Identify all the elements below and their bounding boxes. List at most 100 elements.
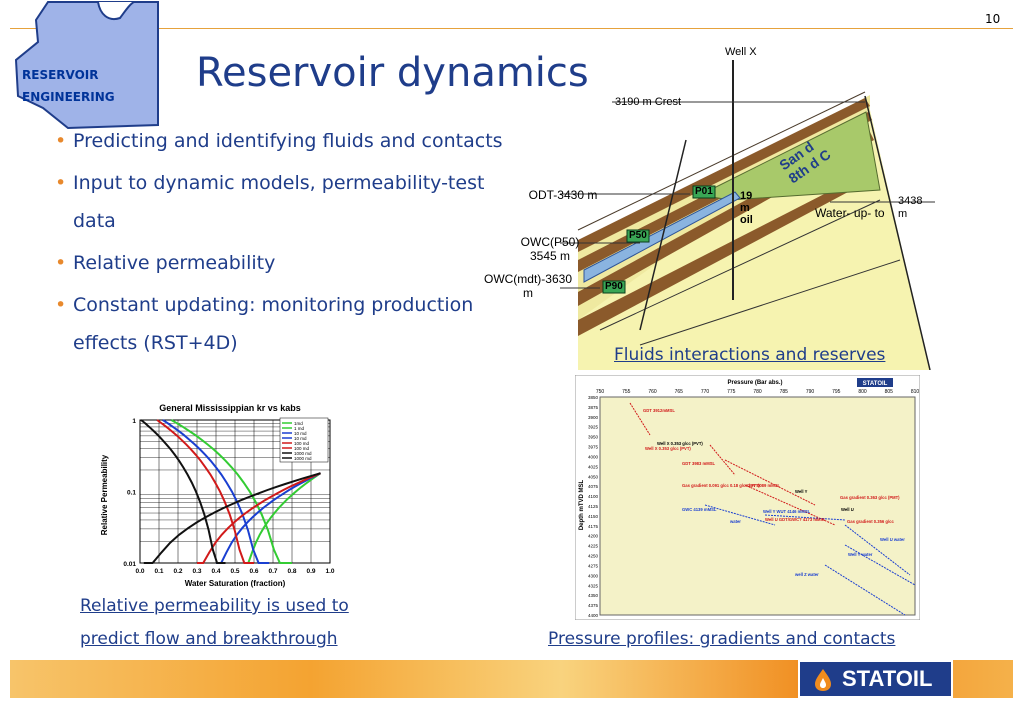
pressure-annotation: Well X 0.353 g/cc (PVT) [657,441,703,446]
owc-mdt-label: OWC(mdt)-3630 m [483,272,572,300]
relperm-ylabel: Relative Permeability [100,454,109,535]
gradient-line [824,564,906,616]
pressure-x-tick: 790 [806,389,815,395]
pressure-y-tick: 3900 [588,415,599,420]
pressure-y-tick: 4300 [588,573,599,578]
pressure-x-tick: 755 [622,389,631,395]
gradient-line [844,544,916,586]
relperm-curve-water [244,472,322,564]
oil-label-c: oil [740,214,753,226]
pressure-title: Pressure (Bar abs.) [727,380,782,386]
fluids-caption: Fluids interactions and reserves [614,345,886,365]
crest-label: 3190 m Crest [615,96,682,108]
relperm-curve-oil [162,419,270,564]
relperm-caption-line2: predict flow and breakthrough [80,629,338,649]
bullet-text: Relative permeability [73,252,276,274]
relperm-x-tick: 0.6 [249,568,258,575]
legend-entry: 10 md [294,431,307,436]
pressure-annotation: water [729,519,741,524]
pressure-annotation: GWC 4139 mMSL [682,507,717,512]
pressure-annotation: well Z water [794,572,819,577]
pressure-y-tick: 3950 [588,435,599,440]
relperm-title: General Mississippian kr vs kabs [159,403,301,413]
pressure-annotation: Well Y water [848,552,873,557]
gradient-line [704,504,776,526]
pressure-annotation: GDT 3983 mMSL [682,461,715,466]
pressure-caption: Pressure profiles: gradients and contact… [548,629,896,649]
statoil-logo: STATOIL [798,660,953,698]
reservoir-cross-section [560,60,935,370]
pressure-y-tick: 4175 [588,524,599,529]
pressure-y-tick: 4050 [588,474,599,479]
pressure-y-tick: 4125 [588,504,599,509]
p01-label: P01 [695,186,713,197]
slide-number: 10 [985,12,1001,26]
pressure-x-tick: 760 [648,389,657,395]
layer-brown-4 [578,168,878,336]
pressure-y-tick: 3850 [588,395,599,400]
bullet-text: Input to dynamic models, permeability-te… [73,172,485,232]
well-x-label: Well X [725,46,757,58]
bullet-dot: • [55,172,67,194]
pressure-y-tick: 4375 [588,603,599,608]
top-divider [10,28,1013,29]
layer-brown-1 [578,98,870,252]
odt-label: ODT-3430 m [528,188,598,202]
p01-box [692,185,716,199]
p90-box [602,280,626,294]
pressure-annotation: Gas gradient 0.356 g/cc [847,519,894,524]
bullet-list: •Predicting and identifying fluids and c… [55,122,515,366]
pressure-y-tick: 3875 [588,405,599,410]
relperm-x-tick: 0.9 [306,568,315,575]
pressure-x-tick: 785 [780,389,789,395]
pressure-ylabel: Depth mTVD MSL [579,480,585,531]
pressure-x-tick: 800 [858,389,867,395]
relperm-curves [140,419,322,564]
pressure-annotation: Gas gradient 0.363 g/cc (PMT) [840,495,900,500]
legend-entry: 10 md [294,436,307,441]
pressure-annotation: Well X 0.353 g/cc (PVT) [645,446,691,451]
pressure-y-tick: 4400 [588,613,599,618]
bullet-dot: • [55,130,67,152]
bullet-item: • Relative permeability [55,244,515,282]
relperm-x-tick: 0.2 [173,568,182,575]
oil-zone [698,111,881,201]
badge-line2: ENGINEERING [22,90,115,104]
legend-entry: 1000 md [294,451,312,456]
relperm-xlabel: Water Saturation (fraction) [185,579,286,588]
pressure-annotation: Well Y [795,489,808,494]
pressure-x-tick: 775 [727,389,736,395]
pressure-annotation: Gas gradient 0.091 g/cc 0.18 g/cc (PVT) [682,483,760,488]
p50-box [626,229,650,243]
pressure-chart: Pressure (Bar abs.) STATOIL Depth mTVD M… [575,375,920,620]
oil-thickness-label: 19 m oil [740,190,753,226]
relperm-x-tick: 0.5 [230,568,239,575]
pressure-x-tick: 795 [832,389,841,395]
relperm-curve-oil [156,419,254,564]
relperm-caption-line1: Relative permeability is used to [80,596,349,616]
relperm-chart: General Mississippian kr vs kabs Relativ… [95,400,340,590]
pressure-logo-box [857,378,893,387]
relperm-x-tick: 0.8 [287,568,296,575]
pressure-annotation: Well U [841,507,854,512]
pressure-annotation: Well Y WUT 4146 mMSL [763,509,811,514]
pressure-y-tick: 4325 [588,583,599,588]
p90-label: P90 [605,281,623,292]
relperm-curve-water [143,472,321,564]
bullet-dot: • [55,252,67,274]
legend-entry: 1000 md [294,456,312,461]
pressure-y-tick: 4225 [588,544,599,549]
gradient-line [844,524,911,576]
relperm-curve-water [216,472,321,564]
bullet-item: • Input to dynamic models, permeability-t… [55,164,515,240]
oil-label-b: m [740,202,750,214]
pressure-y-tick: 4075 [588,484,599,489]
pressure-y-tick: 4025 [588,464,599,469]
gradient-line [709,444,736,476]
pressure-y-tick: 4000 [588,454,599,459]
legend-entry: 100 md [294,441,310,446]
pressure-y-tick: 4100 [588,494,599,499]
pressure-x-tick: 770 [701,389,710,395]
legend-entry: 1md [294,421,303,426]
